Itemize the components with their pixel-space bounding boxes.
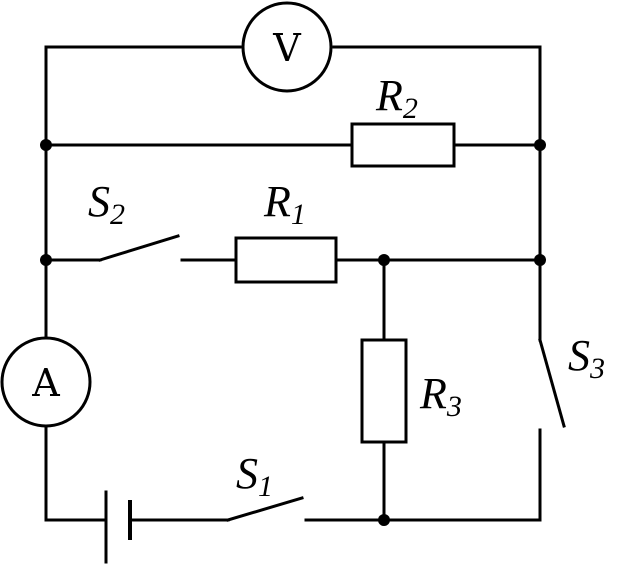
wire-bottom [128,428,542,522]
wire-top [44,45,542,147]
junction-nodes [40,139,546,526]
ammeter-symbol: A [31,361,60,405]
resistor-r3 [360,338,408,444]
resistor-r2 [350,122,456,168]
switch-s2 [98,234,180,262]
node [40,139,52,151]
switch-s1 [226,496,304,522]
ammeter: A [0,336,92,428]
resistor-r1 [234,236,338,284]
label-r2: R2 [375,71,418,125]
label-s1: S1 [236,449,273,503]
wire-left [44,45,108,522]
node [378,254,390,266]
label-r1: R1 [263,177,306,231]
label-s3: S3 [568,331,605,385]
node [40,254,52,266]
wires [44,45,542,522]
node [534,139,546,151]
switch-s3 [538,338,566,428]
label-r3: R3 [419,369,462,423]
node [534,254,546,266]
battery [104,490,132,564]
voltmeter: V [241,1,333,93]
label-s2: S2 [88,177,125,231]
voltmeter-symbol: V [272,26,301,70]
node [378,514,390,526]
